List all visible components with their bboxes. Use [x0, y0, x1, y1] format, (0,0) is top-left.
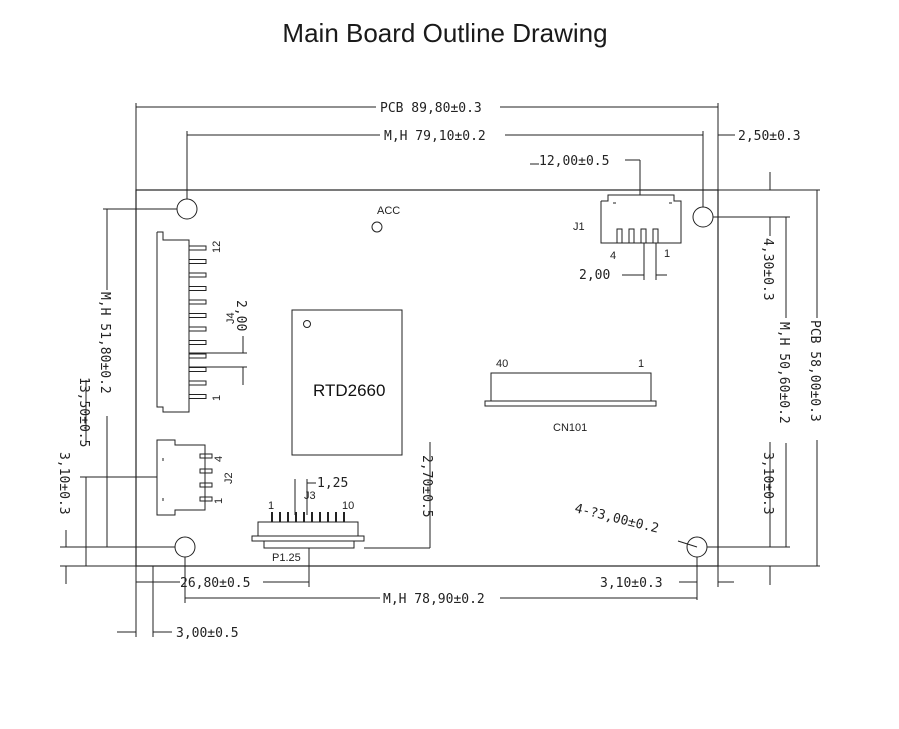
- dim-right-bottom: 3,10±0.3: [760, 452, 775, 515]
- j4-pin: [188, 245, 207, 251]
- j4-pin12: 12: [211, 241, 223, 253]
- j2-pin4: 4: [213, 456, 225, 462]
- dim-pcb-width: PCB 89,80±0.3: [380, 101, 482, 116]
- j1-pin1: 1: [664, 248, 670, 260]
- j4-connector: J4 12 1: [156, 231, 237, 413]
- dim-right-offset: 2,50±0.3: [738, 129, 801, 144]
- j4-label: J4: [225, 312, 237, 324]
- chip-label: RTD2660: [313, 381, 385, 400]
- j4-pin: [188, 299, 207, 305]
- cn101-label: CN101: [553, 422, 587, 434]
- dim-pcb-height: PCB 58,00±0.3: [807, 320, 822, 422]
- dim-j1-pitch: 2,00: [579, 268, 610, 283]
- j3-pins: [271, 512, 345, 522]
- dim-bottom-left: 3,00±0.5: [176, 626, 239, 641]
- j2-label: J2: [223, 472, 235, 484]
- dim-mh-left: M,H 51,80±0.2: [97, 292, 112, 394]
- rtd2660-chip: RTD2660: [291, 309, 403, 456]
- acc-label: ACC: [377, 205, 400, 217]
- dim-j3-edge: 2,70±0.5: [419, 455, 434, 518]
- j2-connector: J2 4 1: [156, 439, 235, 516]
- j4-pin: [188, 367, 207, 372]
- dim-right-top: 4,30±0.3: [760, 238, 775, 301]
- pcb-outline: [135, 189, 719, 567]
- j1-connector: J1 4 1: [573, 194, 682, 262]
- mounting-hole-top-right: [692, 206, 714, 228]
- j3-label: J3: [304, 490, 316, 502]
- dim-left-j2: 13,50±0.5: [76, 377, 91, 447]
- dim-bottom-right: 3,10±0.3: [600, 576, 663, 591]
- j4-pin: [188, 380, 207, 386]
- j3-pin10: 10: [342, 500, 354, 512]
- j4-pin: [188, 340, 207, 345]
- j3-connector: J3 1 10 P1.25: [251, 490, 365, 564]
- acc-led: [371, 221, 383, 233]
- j4-pin: [188, 353, 207, 359]
- j4-pin: [188, 272, 207, 278]
- dim-j4-pitch: 2,00: [233, 300, 248, 331]
- drawing-title: Main Board Outline Drawing: [282, 18, 608, 48]
- j4-pin: [188, 259, 207, 264]
- dim-j1-offset: 12,00±0.5: [539, 154, 609, 169]
- j3-pin1: 1: [268, 500, 274, 512]
- dim-mh-top: M,H 79,10±0.2: [384, 129, 486, 144]
- j4-pins: [188, 245, 207, 399]
- j1-pin4: 4: [610, 250, 616, 262]
- j4-pin1: 1: [211, 395, 223, 401]
- mounting-hole-bottom-left: [174, 536, 196, 558]
- dim-left-bottom: 3,10±0.3: [56, 452, 71, 515]
- dim-mh-right: M,H 50,60±0.2: [776, 322, 791, 424]
- j4-pin: [188, 286, 207, 291]
- cn101-pin1: 1: [638, 358, 644, 370]
- dim-mh-bottom: M,H 78,90±0.2: [383, 592, 485, 607]
- mounting-hole-top-left: [176, 198, 198, 220]
- dim-bottom-j3: 26,80±0.5: [180, 576, 250, 591]
- j1-label: J1: [573, 221, 585, 233]
- j4-pin: [188, 326, 207, 332]
- dim-holes: 4-?3,00±0.2: [573, 501, 660, 536]
- j4-pin: [188, 313, 207, 318]
- j2-pin1: 1: [213, 498, 225, 504]
- cn101-pin40: 40: [496, 358, 508, 370]
- cn101-connector: 40 1 CN101: [484, 358, 657, 434]
- p125-label: P1.25: [272, 552, 301, 564]
- j4-pin: [188, 394, 207, 399]
- dim-j3-pitch: 1,25: [317, 476, 348, 491]
